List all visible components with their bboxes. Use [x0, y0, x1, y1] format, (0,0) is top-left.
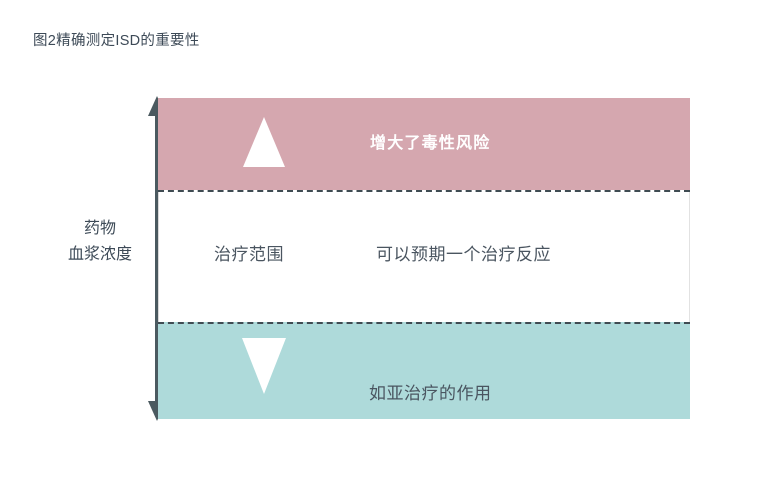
zone-toxic: 增大了毒性风险: [158, 98, 690, 190]
figure-title: 图2精确测定ISD的重要性: [33, 33, 200, 49]
triangle-up-icon: [243, 117, 285, 167]
zone-therapeutic: 治疗范围 可以预期一个治疗反应: [158, 190, 690, 322]
y-axis-label-line-1: 药物: [83, 220, 116, 237]
concentration-zone-stack: 增大了毒性风险 治疗范围 可以预期一个治疗反应 如亚治疗的作用: [158, 98, 690, 419]
divider-upper-threshold: [158, 190, 690, 192]
triangle-down-icon: [242, 338, 286, 394]
zone-therapeutic-response-label: 可以预期一个治疗反应: [376, 245, 551, 264]
zone-toxic-label: 增大了毒性风险: [370, 135, 491, 152]
divider-lower-threshold: [158, 322, 690, 324]
zone-subtherapeutic: 如亚治疗的作用: [158, 322, 690, 419]
zone-subtherapeutic-label: 如亚治疗的作用: [369, 384, 492, 403]
y-axis-label-line-2: 血浆浓度: [67, 246, 132, 263]
y-axis-label: 药物 血浆浓度: [52, 216, 148, 268]
zone-therapeutic-label: 治疗范围: [214, 245, 284, 264]
